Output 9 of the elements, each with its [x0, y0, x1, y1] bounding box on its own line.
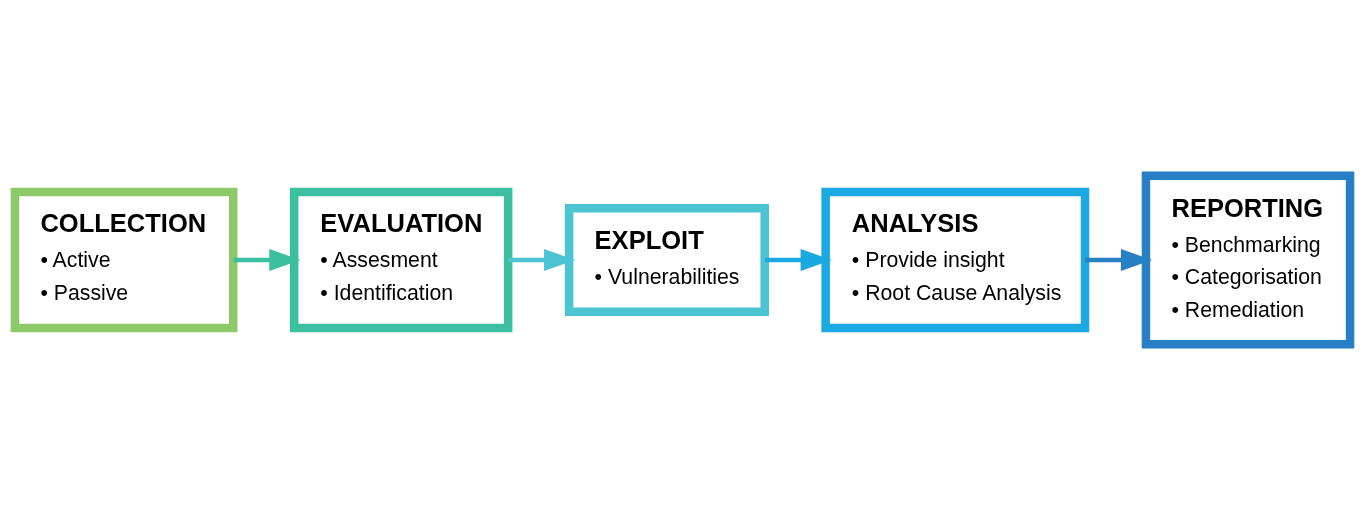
- arrow: [1085, 249, 1153, 271]
- node-box: REPORTING • Benchmarking • Categorisation • Remediation: [1141, 171, 1355, 349]
- node-box: EXPLOIT • Vulnerabilities: [564, 204, 769, 316]
- node-box: ANALYSIS • Provide insight • Root Cause Analysis: [821, 187, 1090, 333]
- node-box: EVALUATION • Assesment • Identification: [289, 187, 513, 333]
- arrow: [765, 249, 832, 271]
- node-box: COLLECTION • Active • Passive: [10, 187, 238, 333]
- arrow: [233, 249, 301, 271]
- arrow: [508, 249, 576, 271]
